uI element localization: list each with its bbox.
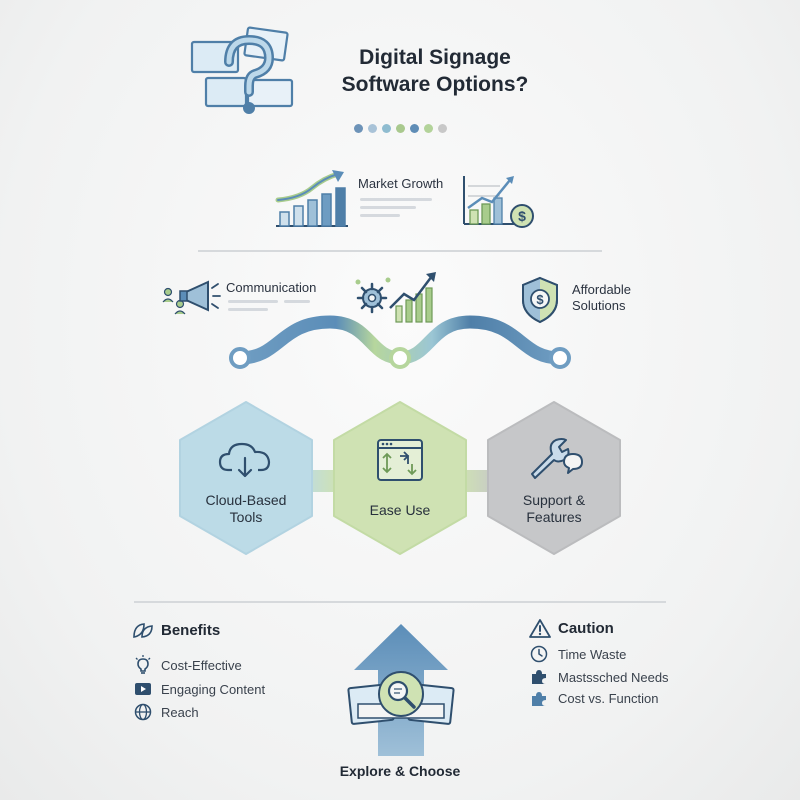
timeline-node (229, 347, 251, 369)
hexagon-shape (487, 401, 621, 555)
explore-choose-label: Explore & Choose (339, 763, 461, 779)
monitors-question-icon (190, 26, 294, 114)
hexagon-cloud-based-tools[interactable]: Cloud-Based Tools (176, 398, 316, 558)
shield-dollar-icon: $ (522, 276, 558, 324)
dot (396, 124, 405, 133)
progress-dots (354, 124, 447, 133)
text-placeholder-line (228, 308, 268, 311)
dot (424, 124, 433, 133)
text-placeholder-line (284, 300, 310, 303)
text-placeholder-line (360, 206, 416, 209)
cloud-download-icon (218, 442, 271, 478)
dot (438, 124, 447, 133)
warning-icon (529, 619, 551, 638)
lightbulb-icon (135, 655, 151, 674)
clock-icon (530, 645, 548, 663)
gear-growth-icon (355, 272, 436, 323)
growth-bars-icon (275, 170, 348, 227)
caution-item: Time Waste (558, 647, 627, 662)
megaphone-people-icon (162, 280, 221, 315)
caution-item: Cost vs. Function (558, 691, 659, 706)
hexagon-ease-use[interactable]: Ease Use (330, 398, 470, 558)
text-placeholder-line (360, 214, 400, 217)
dot (368, 124, 377, 133)
caution-title: Caution (558, 620, 614, 637)
market-growth-label: Market Growth (358, 176, 444, 191)
dot (354, 124, 363, 133)
app-window-arrows-icon (377, 439, 423, 481)
section-divider (198, 250, 602, 252)
text-placeholder-line (360, 198, 432, 201)
text-placeholder-line (228, 300, 278, 303)
benefit-item: Cost-Effective (161, 658, 242, 673)
timeline-node (549, 347, 571, 369)
hexagon-shape (179, 401, 313, 555)
dot (410, 124, 419, 133)
timeline-wave (229, 315, 571, 369)
svg-text:$: $ (536, 292, 544, 307)
hexagon-label: Cloud-Based Tools (205, 492, 287, 525)
hexagon-label: Support & Features (522, 492, 586, 525)
timeline-node (389, 347, 411, 369)
puzzle-icon (532, 692, 546, 706)
globe-icon (134, 703, 152, 721)
chart-dollar-icon: $ (463, 176, 534, 228)
leaf-icon (133, 623, 153, 638)
communication-label: Communication (226, 280, 317, 295)
benefits-title: Benefits (161, 622, 221, 639)
hexagon-label: Ease Use (369, 502, 431, 518)
benefit-item: Engaging Content (161, 682, 266, 697)
explore-arrow-icon (347, 624, 455, 756)
puzzle-icon (532, 670, 546, 684)
hexagon-support-features[interactable]: Support & Features (484, 398, 624, 558)
caution-item: Mastssched Needs (558, 670, 669, 685)
play-button-icon (135, 683, 151, 695)
dot (382, 124, 391, 133)
wrench-chat-icon (531, 438, 583, 479)
svg-text:$: $ (518, 208, 526, 224)
benefit-item: Reach (161, 705, 199, 720)
page-title: Digital Signage Software Options? (341, 46, 529, 96)
affordable-solutions-label: Affordable Solutions (572, 282, 632, 313)
section-divider (134, 601, 666, 603)
